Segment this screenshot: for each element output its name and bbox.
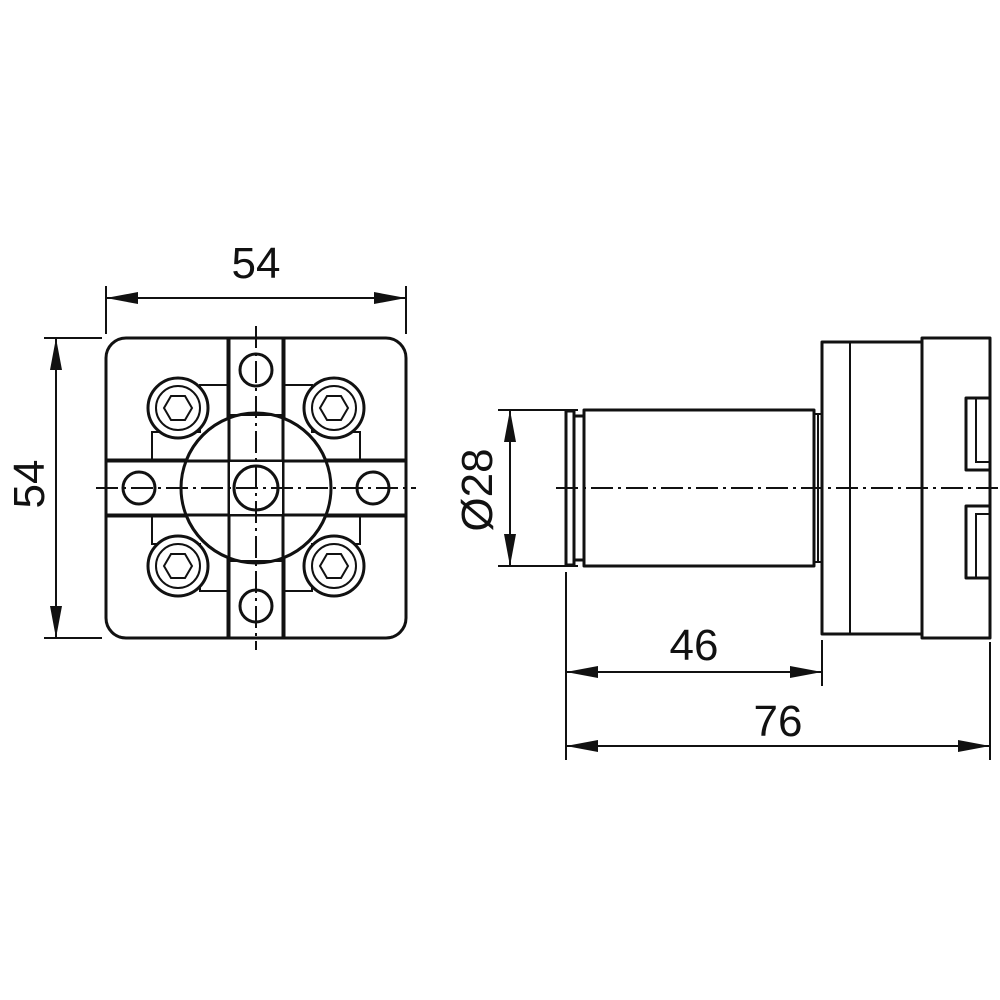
dim-front-width: 54 <box>105 239 407 334</box>
dim-diameter: Ø28 <box>453 409 578 567</box>
dim-front-height-label: 54 <box>5 460 54 509</box>
screw-bottom-left <box>146 534 210 598</box>
front-view <box>96 326 416 650</box>
dim-shank-length-label: 46 <box>670 621 719 670</box>
side-view <box>556 336 1000 640</box>
head-slot-lower <box>964 504 992 580</box>
head-slot-upper <box>964 396 992 472</box>
screw-bottom-right <box>302 534 366 598</box>
screw-top-left <box>146 376 210 440</box>
screw-top-right <box>302 376 366 440</box>
dim-front-height: 54 <box>5 337 102 639</box>
dim-shank-length: 46 <box>565 572 823 760</box>
dim-front-width-label: 54 <box>232 239 281 288</box>
dim-overall-length: 76 <box>566 642 991 760</box>
dim-diameter-label: Ø28 <box>453 448 502 531</box>
dim-overall-length-label: 76 <box>754 697 803 746</box>
